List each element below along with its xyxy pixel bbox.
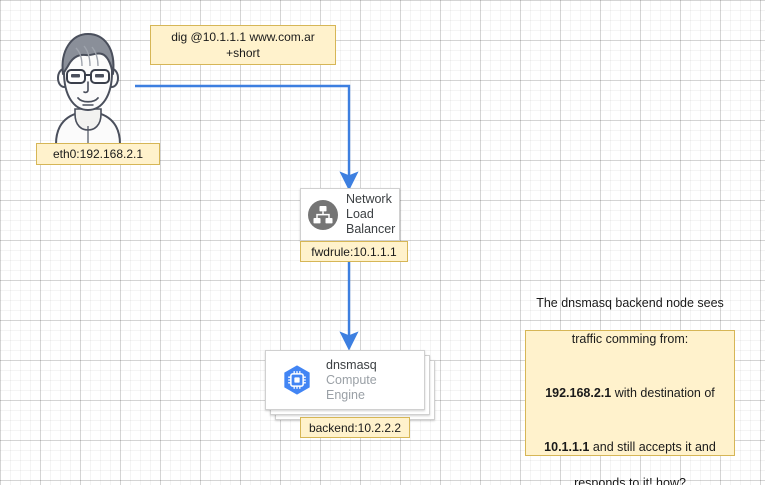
question-note-line-5: responds to it! how? — [574, 476, 686, 485]
question-note-line-4-rest: and still accepts it and — [589, 440, 716, 454]
nlb-title-line-1: Network — [346, 192, 392, 206]
client-eth0-label: eth0:192.168.2.1 — [36, 143, 160, 165]
dnsmasq-backend-node[interactable]: dnsmasq Compute Engine — [265, 350, 425, 410]
question-note-dest-ip: 10.1.1.1 — [544, 440, 590, 454]
question-note-line-1: The dnsmasq backend node sees — [536, 296, 724, 310]
network-load-balancer-node[interactable]: Network Load Balancer — [300, 188, 400, 241]
question-note: The dnsmasq backend node sees traffic co… — [525, 296, 735, 485]
backend-ip-label: backend:10.2.2.2 — [300, 417, 410, 438]
backend-subtitle: Compute Engine — [326, 372, 377, 402]
compute-engine-icon — [280, 363, 314, 397]
nlb-title-line-3: Balancer — [346, 222, 396, 236]
nlb-title-line-2: Load — [346, 207, 374, 221]
question-note-line-2: traffic comming from: — [571, 332, 689, 346]
question-note-line-3-rest: with destination of — [611, 386, 715, 400]
connector-client-to-lb — [135, 84, 359, 191]
question-note-source-ip: 192.168.2.1 — [545, 386, 612, 400]
user-avatar-icon — [42, 26, 134, 145]
question-note-line-4: 10.1.1.1 and still accepts it and — [536, 420, 724, 456]
question-note-line-3: 192.168.2.1 with destination of — [536, 366, 724, 402]
backend-title: dnsmasq — [326, 357, 377, 372]
network-load-balancer-icon — [306, 198, 340, 232]
dig-command-note: dig @10.1.1.1 www.com.ar +short — [150, 25, 336, 65]
fwdrule-label: fwdrule:10.1.1.1 — [300, 241, 408, 262]
